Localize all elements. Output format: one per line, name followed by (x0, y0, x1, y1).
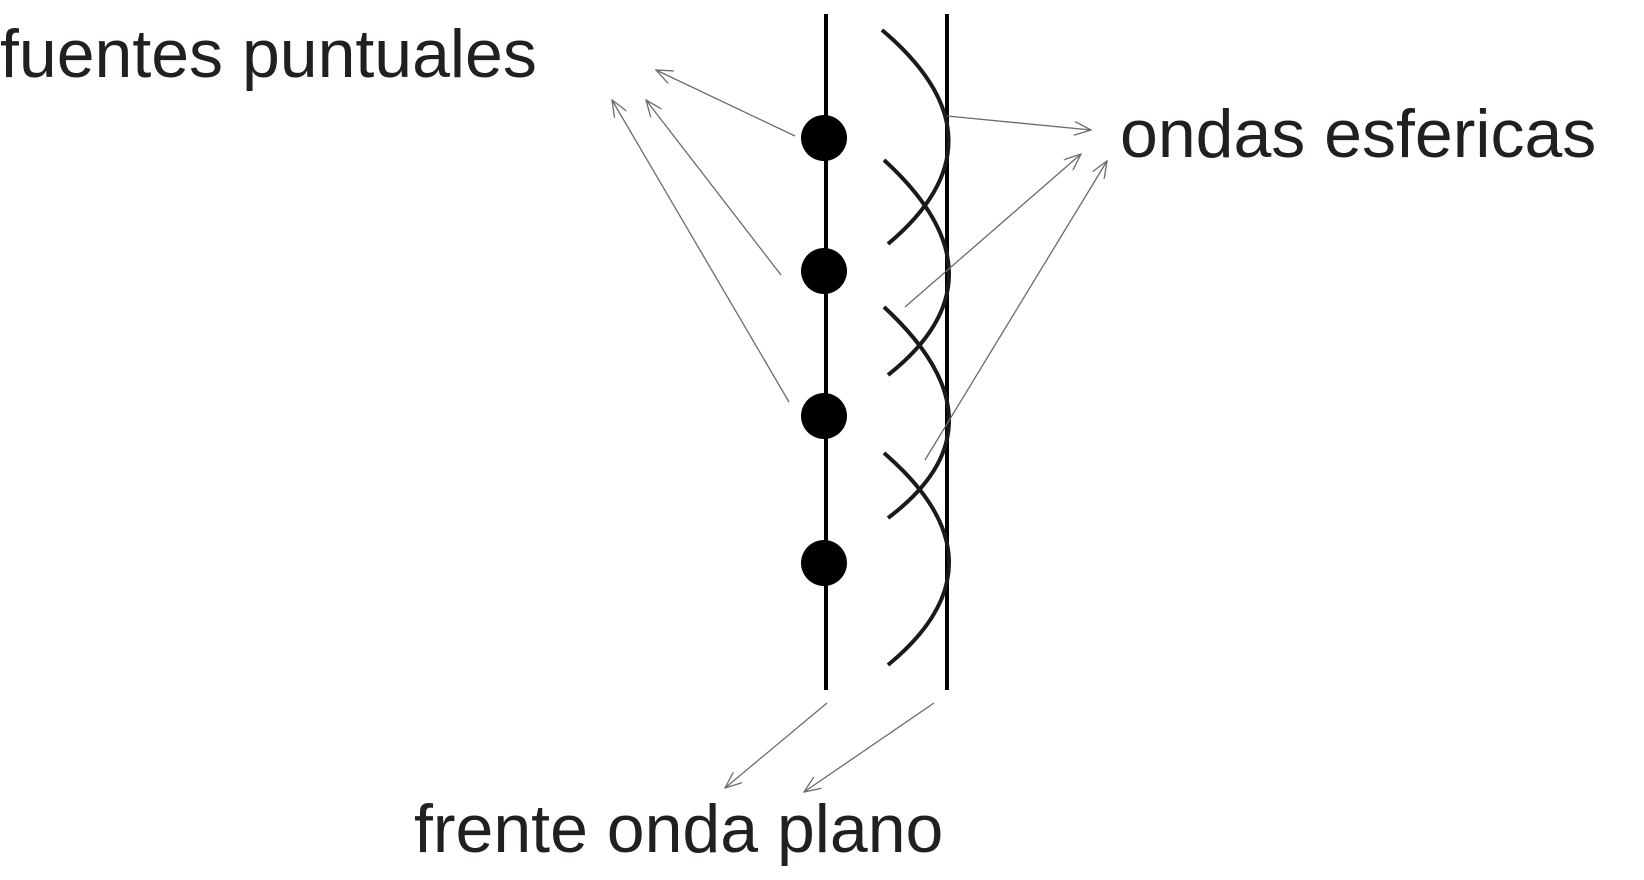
point-source-dot (801, 393, 847, 439)
point-source-dot (801, 115, 847, 161)
point-sources (801, 115, 847, 586)
spherical-wave-leaders (904, 115, 1107, 461)
wavelet-arc-3 (882, 305, 951, 520)
point-source-leaders (612, 70, 796, 403)
leader-arrow (904, 154, 1081, 308)
leader-arrow (924, 161, 1107, 461)
plane-wavefront-label: frente onda plano (414, 791, 944, 867)
leader-arrow (612, 100, 790, 403)
leader-arrow (804, 702, 935, 792)
point-source-dot (801, 248, 847, 294)
spherical-wavelets (880, 28, 951, 667)
leader-arrow (646, 100, 782, 276)
leader-arrow (946, 115, 1091, 130)
leader-arrow (725, 702, 828, 788)
spherical-waves-label: ondas esfericas (1120, 96, 1597, 172)
point-sources-label: fuentes puntuales (0, 16, 537, 92)
wavelet-arc-1 (880, 28, 951, 246)
wavelet-arc-4 (882, 451, 951, 667)
leader-arrow (656, 70, 796, 137)
point-source-dot (801, 540, 847, 586)
wavelet-arc-2 (882, 158, 951, 377)
plane-wavefront-leaders (725, 702, 935, 792)
